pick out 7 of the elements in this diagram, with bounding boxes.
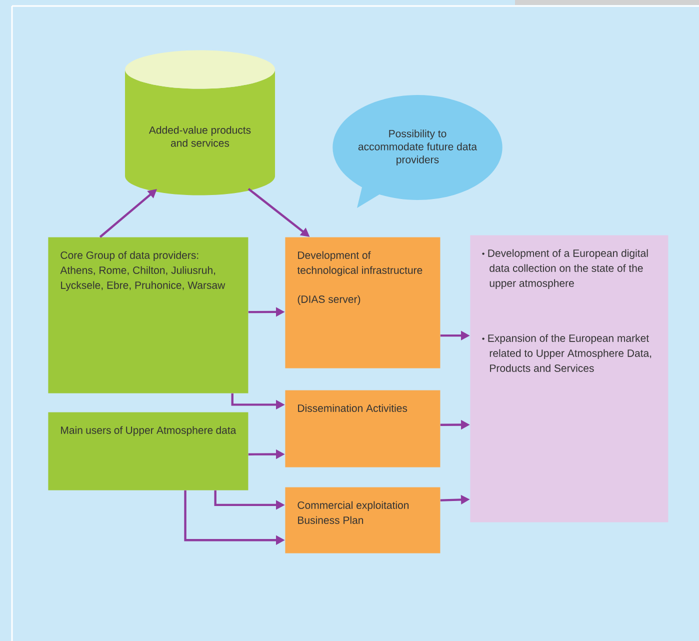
- process-box: Development of technological infrastructure (DIAS server): [285, 237, 440, 368]
- process-box: Main users of Upper Atmosphere data: [48, 412, 248, 490]
- result-box: Development of a European digital data collection on the state of the upper atmosphere Expansion of the European market related to Upper Atmosphere Data, Products and Services: [470, 235, 668, 522]
- process-box: Dissemination Activities: [285, 390, 440, 468]
- process-box: Core Group of data providers: Athens, Rome, Chilton, Juliusruh, Lycksele, Ebre, Pruhonice, Warsaw: [48, 237, 248, 394]
- process-box: Commercial exploitation Business Plan: [285, 487, 440, 554]
- speech-bubble: Possibility to accommodate future data providers: [332, 95, 502, 208]
